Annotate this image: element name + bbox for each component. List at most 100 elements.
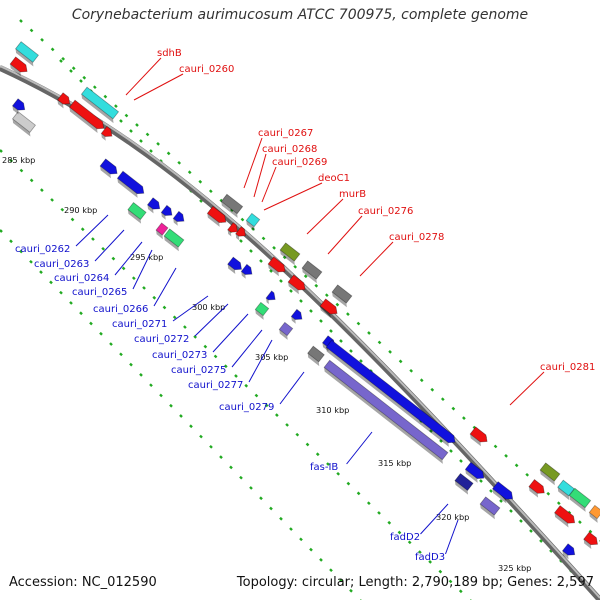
inner-track-dot	[183, 325, 187, 329]
outer-track-dot	[135, 123, 139, 127]
upper-track-dot	[79, 79, 83, 83]
outer-track-dot	[388, 350, 392, 354]
lower-track-dot	[289, 527, 293, 531]
lower-track-dot	[329, 568, 333, 573]
outer-track-dot	[578, 520, 582, 524]
kbp-tick-label: 290 kbp	[64, 205, 97, 215]
reverse-leader-line	[445, 519, 459, 555]
reverse-leader-line	[194, 303, 229, 337]
reverse-gene	[491, 481, 514, 504]
inner-track-dot	[254, 393, 259, 398]
outer-track-dot	[103, 94, 108, 99]
upper-track-dot	[119, 119, 123, 123]
outer-track-dot	[367, 331, 371, 335]
feature-purple	[479, 496, 501, 520]
reverse-gene	[290, 308, 303, 324]
feature-cyan	[245, 212, 261, 231]
outer-track-dot	[462, 416, 466, 420]
forward-leader-line	[243, 137, 263, 189]
forward-gene-label: cauri_0267	[258, 128, 313, 139]
feature-olive	[539, 462, 561, 486]
upper-track-dot	[289, 289, 293, 293]
upper-track-dot	[449, 449, 453, 453]
forward-gene-label: murB	[339, 189, 366, 200]
reverse-gene	[116, 170, 145, 198]
lower-track-dot	[29, 259, 33, 264]
inner-track-dot	[121, 266, 126, 271]
feature-olive	[279, 242, 301, 266]
outer-track-dot	[156, 142, 160, 146]
outer-track-dot	[419, 378, 424, 383]
lower-track-dot	[319, 558, 323, 562]
lower-track-dot	[309, 547, 313, 552]
reverse-gene	[561, 543, 576, 560]
outer-track-dot	[377, 340, 382, 345]
inner-track-dot	[418, 550, 422, 554]
forward-leader-line	[306, 198, 344, 235]
lower-track-dot	[139, 373, 143, 377]
outer-track-dot	[335, 302, 340, 307]
reverse-gene	[464, 461, 485, 483]
lower-track-dot	[209, 444, 213, 449]
outer-track-dot	[240, 217, 245, 222]
forward-gene	[319, 298, 338, 319]
reverse-leader-line	[346, 431, 373, 465]
upper-track-dot	[499, 499, 503, 503]
inner-track-dot	[50, 198, 54, 202]
lower-track-dot	[189, 424, 193, 429]
reverse-leader-line	[248, 339, 273, 383]
gene-labels: sdhBcauri_0260cauri_0267cauri_0268cauri_…	[15, 48, 595, 563]
forward-leader-line	[253, 153, 267, 198]
inner-track-dot	[295, 432, 300, 437]
upper-track-dot	[269, 269, 273, 273]
outer-track-dot	[409, 368, 414, 373]
outer-track-dot	[556, 501, 561, 506]
forward-gene	[287, 274, 306, 295]
outer-track-dot	[293, 264, 298, 269]
lower-track-dot	[279, 516, 283, 521]
inner-track-dot	[438, 569, 443, 574]
reverse-leader-line	[172, 295, 209, 322]
upper-track-dot	[139, 139, 143, 143]
inner-track-dot	[315, 452, 320, 457]
outer-track-dot	[29, 28, 34, 33]
lower-track-dot	[0, 229, 3, 233]
lower-track-dot	[49, 280, 53, 285]
inner-track-dot	[29, 178, 34, 183]
reverse-leader-line	[75, 214, 109, 247]
reverse-gene-label: fas-IB	[310, 462, 338, 473]
outer-track-dot	[451, 406, 456, 411]
outer-track-dot	[567, 510, 572, 515]
reverse-gene	[11, 98, 26, 115]
upper-track-dot	[489, 489, 493, 493]
reverse-gene-label: cauri_0265	[72, 287, 127, 298]
reverse-gene-label: cauri_0264	[54, 273, 109, 284]
lower-track-dot	[109, 342, 113, 346]
inner-track-dot	[203, 344, 208, 349]
forward-gene-label: cauri_0278	[389, 232, 444, 243]
inner-track-dot	[264, 403, 269, 408]
feature-gray	[301, 260, 323, 284]
forward-leader-line	[125, 57, 162, 96]
lower-track-dot	[299, 537, 303, 542]
reverse-gene	[146, 197, 161, 214]
upper-track-dot	[529, 529, 533, 533]
outer-track-dot	[314, 283, 319, 288]
outer-track-dot	[282, 255, 287, 260]
lower-track-dot	[129, 362, 133, 367]
kbp-tick-label: 300 kbp	[192, 302, 225, 312]
forward-gene	[56, 92, 71, 109]
reverse-gene	[99, 158, 118, 179]
outer-track-dot	[251, 227, 255, 231]
outer-track-dot	[430, 387, 435, 392]
feature-blocks	[9, 41, 600, 560]
inner-track-dot	[70, 217, 75, 222]
outer-track-dot	[71, 66, 76, 71]
upper-track-dot	[239, 239, 243, 243]
forward-leader-line	[263, 182, 323, 211]
feature-green	[127, 201, 147, 224]
outer-track-dot	[124, 113, 129, 118]
forward-gene	[227, 222, 239, 237]
outer-track-dot	[50, 47, 55, 52]
